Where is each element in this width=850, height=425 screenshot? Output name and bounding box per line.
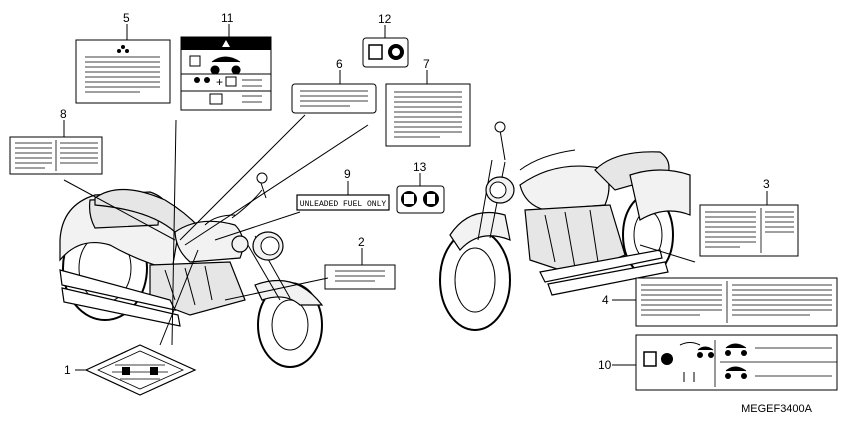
diagram-code: MEGEF3400A bbox=[741, 403, 813, 415]
callout-1: 1 bbox=[64, 363, 71, 377]
label-6 bbox=[291, 83, 377, 114]
callout-5: 5 bbox=[123, 11, 130, 25]
label-9: UNLEADED FUEL ONLY bbox=[296, 194, 390, 211]
callout-7: 7 bbox=[423, 57, 430, 71]
label-8 bbox=[9, 136, 103, 175]
callout-3: 3 bbox=[763, 177, 770, 191]
label-2 bbox=[324, 264, 396, 290]
label-3 bbox=[699, 204, 799, 257]
leader-lines bbox=[63, 24, 768, 371]
label-5 bbox=[75, 39, 171, 104]
fuel-label-text: UNLEADED FUEL ONLY bbox=[300, 200, 387, 209]
callout-numbers: 1 2 3 4 5 6 7 8 9 10 11 12 13 bbox=[60, 11, 770, 377]
label-12 bbox=[362, 37, 409, 68]
svg-text:+: + bbox=[216, 75, 223, 89]
callout-8: 8 bbox=[60, 107, 67, 121]
callout-9: 9 bbox=[344, 167, 351, 181]
label-10 bbox=[635, 334, 838, 391]
right-motorcycle bbox=[439, 121, 691, 331]
left-motorcycle bbox=[59, 172, 324, 368]
label-1 bbox=[84, 344, 197, 396]
callout-10: 10 bbox=[598, 358, 612, 372]
callout-13: 13 bbox=[413, 160, 427, 174]
callout-2: 2 bbox=[358, 235, 365, 249]
label-13 bbox=[396, 185, 445, 214]
callout-6: 6 bbox=[336, 57, 343, 71]
label-11: + bbox=[180, 36, 272, 111]
callout-11: 11 bbox=[221, 11, 234, 25]
callout-4: 4 bbox=[602, 293, 609, 307]
label-7 bbox=[385, 83, 471, 147]
label-4 bbox=[635, 277, 838, 327]
callout-12: 12 bbox=[378, 12, 392, 26]
